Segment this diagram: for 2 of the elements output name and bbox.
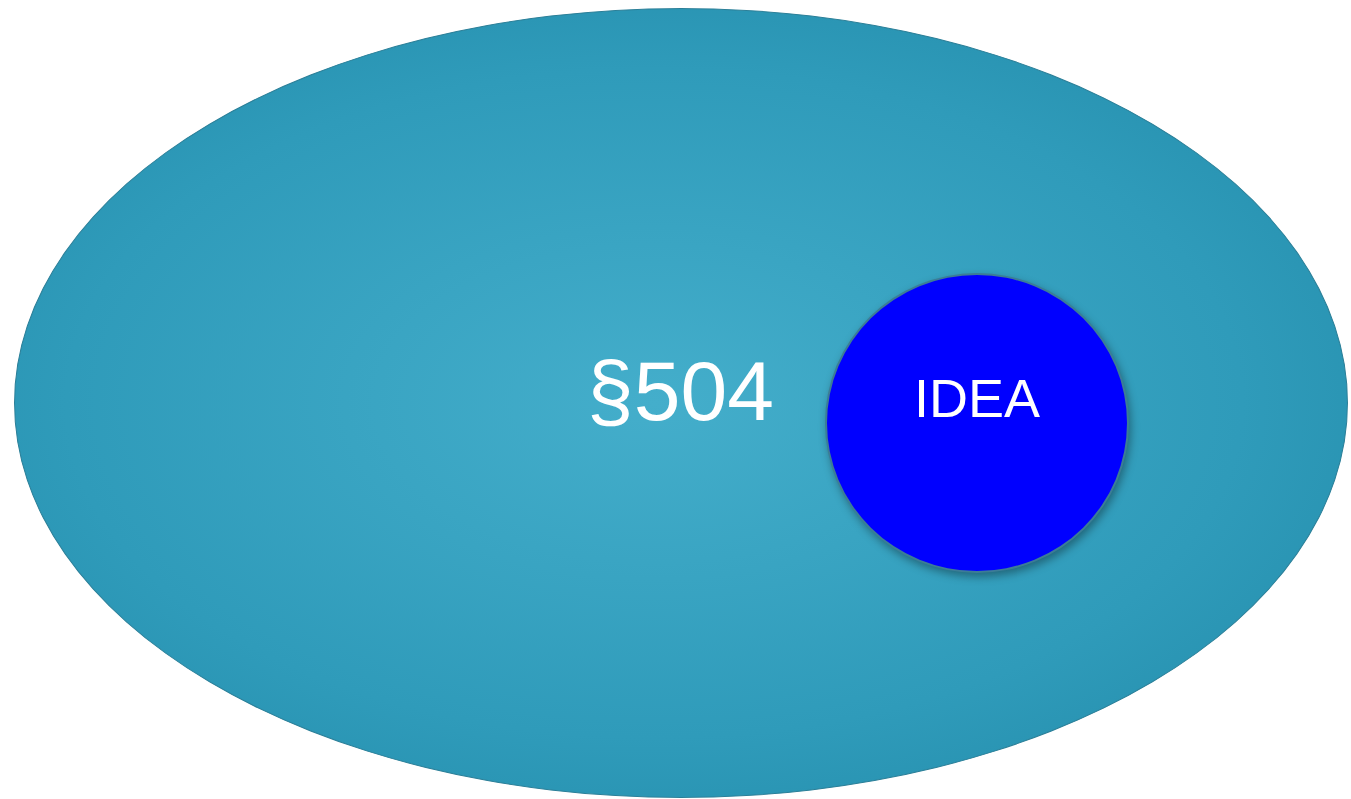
ellipse-label: §504 [587, 349, 774, 433]
circle-label: IDEA [912, 371, 1041, 425]
